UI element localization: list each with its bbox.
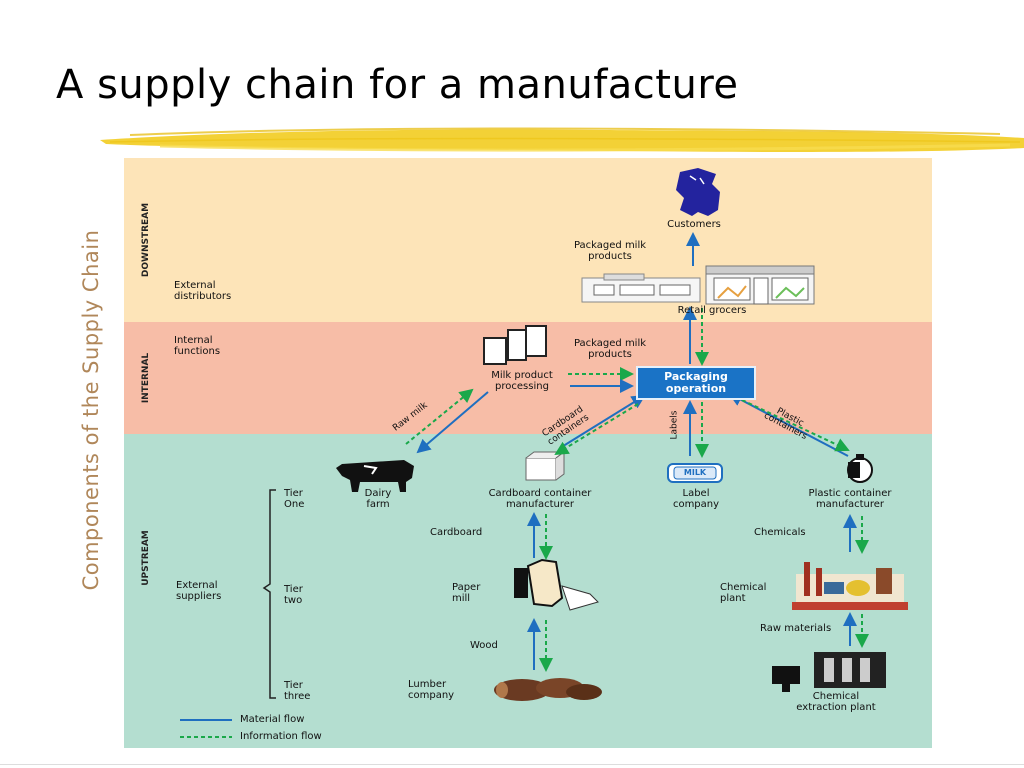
internal-functions-label: Internal functions: [174, 335, 221, 357]
band-label-downstream: DOWNSTREAM: [141, 202, 151, 278]
customers-icon: [676, 168, 720, 216]
paper-mill-label: Paper mill: [452, 582, 481, 604]
raw-materials-label: Raw materials: [760, 623, 832, 634]
chemical-plant-label: Chemical plant: [720, 582, 767, 604]
retail-grocers-label: Retail grocers: [677, 305, 747, 316]
chemicals-label: Chemicals: [754, 527, 806, 538]
external-suppliers-label: External suppliers: [176, 580, 222, 602]
cardboard-label: Cardboard: [430, 527, 483, 538]
cardboard-manufacturer-label: Cardboard container manufacturer: [488, 488, 592, 510]
band-label-upstream: UPSTREAM: [141, 530, 151, 586]
side-title: Components of the Supply Chain: [79, 229, 103, 591]
tier-bracket: [262, 489, 276, 699]
tier-two-label: Tier two: [284, 584, 303, 606]
wood-label: Wood: [470, 640, 498, 651]
dairy-farm-icon: [336, 460, 414, 492]
slide-title: A supply chain for a manufacture: [56, 62, 739, 108]
packaged-milk-mid-label: Packaged milk products: [573, 338, 647, 360]
information-flow-arrow: [741, 399, 850, 452]
slide-bottom-rule: [0, 764, 1024, 765]
highlighter-stroke: [100, 127, 1024, 152]
chemical-extraction-icon: [772, 652, 886, 692]
labels-flow-label: Labels: [669, 410, 680, 440]
plastic-manufacturer-label: Plastic container manufacturer: [808, 488, 892, 510]
band-label-internal: INTERNAL: [141, 352, 151, 404]
external-distributors-label: External distributors: [174, 280, 232, 302]
legend-material-label: Material flow: [240, 714, 305, 725]
information-flow-arrow: [554, 403, 639, 456]
paper-mill-icon: [514, 558, 599, 611]
plastic-container-icon: [847, 454, 873, 483]
legend-information-label: Information flow: [240, 731, 322, 742]
chemical-plant-icon: [792, 562, 908, 610]
label-company-icon: [667, 463, 723, 483]
chemical-extraction-label: Chemical extraction plant: [796, 691, 876, 713]
label-company-label: Label company: [672, 488, 720, 510]
tier-one-label: Tier One: [284, 488, 305, 510]
lumber-company-label: Lumber company: [408, 679, 455, 701]
cardboard-container-icon: [525, 451, 566, 481]
retail-store-icon-2: [705, 265, 815, 305]
milk-processing-label: Milk product processing: [491, 370, 553, 392]
tier-three-label: Tier three: [284, 680, 311, 702]
packaged-milk-top-label: Packaged milk products: [573, 240, 647, 262]
material-flow-arrow: [416, 391, 489, 454]
information-flow-arrow: [405, 388, 474, 445]
packaging-operation-label: Packaging operation: [664, 370, 728, 395]
milk-processing-icon: [483, 325, 547, 365]
customers-label: Customers: [667, 219, 721, 230]
milk-sign-label: MILK: [683, 468, 707, 477]
material-flow-arrow: [559, 394, 646, 449]
retail-store-icon-1: [581, 273, 701, 303]
supply-chain-diagram: DOWNSTREAM INTERNAL UPSTREAM Customers P…: [124, 158, 932, 748]
lumber-company-icon: [494, 678, 602, 701]
dairy-farm-label: Dairy farm: [364, 488, 392, 510]
packaging-operation-box: Packaging operation: [636, 366, 756, 400]
